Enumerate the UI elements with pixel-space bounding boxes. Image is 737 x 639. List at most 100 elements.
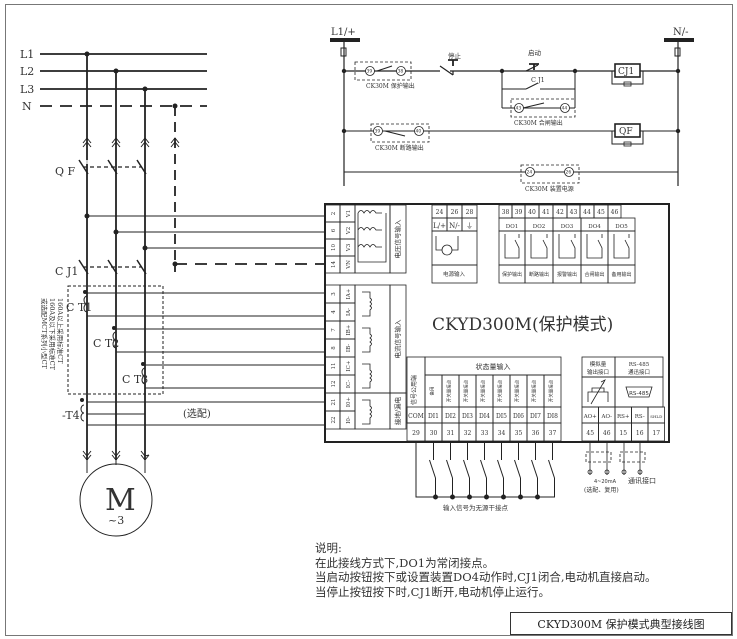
comm-name: AO- [600, 414, 612, 420]
voltage-coil-icon [357, 210, 382, 214]
cj1-coil-label: CJ1 [618, 67, 634, 77]
di-number: 35 [515, 430, 523, 437]
rs485-port-icon [625, 386, 653, 398]
ct-wires [80, 292, 325, 426]
junction-dot [518, 494, 523, 500]
do-symbol-cell [552, 230, 582, 266]
di-number: 31 [447, 430, 455, 437]
explanation-notes: 说明: 在此接线方式下,DO1为常闭接点。 当启动按钮按下或设置装置DO4动作时… [315, 541, 657, 599]
terminal-number: 42 [556, 209, 564, 216]
junction-dot [501, 494, 506, 500]
comm-number-cell [647, 422, 665, 442]
close-t1: 43 [516, 106, 522, 112]
rs-header-line2: 通迅接口 [628, 368, 650, 376]
rs485-plug-label: RS-485 [629, 391, 649, 397]
power-t2: 26 [566, 170, 572, 176]
terminal-name: VN [346, 260, 352, 270]
junction-dot [433, 494, 438, 500]
terminal-number: 39 [515, 209, 523, 216]
power-symbol [435, 236, 459, 251]
bus-label-l3: L3 [20, 83, 34, 96]
terminal-symbol-cell [354, 392, 391, 430]
relay-contact-icon [530, 234, 548, 259]
di-number: 33 [481, 430, 489, 437]
terminal-name: IB- [346, 344, 352, 352]
terminal-number: 10 [331, 244, 337, 251]
di-number: 30 [430, 430, 438, 437]
relay-contact-icon [613, 234, 630, 259]
di-number-cell [543, 422, 562, 442]
di-desc: 开关量接点 [548, 379, 555, 402]
do-symbol-cell [498, 230, 526, 266]
terminal-number: 38 [502, 209, 510, 216]
di-name: DI8 [547, 413, 558, 420]
terminal-name: IB+ [346, 324, 352, 335]
rs-note: 通讯接口 [628, 476, 656, 485]
trip-t2: 40 [416, 129, 422, 135]
terminal-symbol-cell [354, 284, 391, 394]
ct-note-line-3: 或选配MCT系列小型CT [40, 298, 49, 369]
note-line: 当停止按钮按下时,CJ1断开,电动机停止运行。 [315, 584, 551, 599]
terminal-name: IA+ [346, 288, 352, 299]
do-label-cell [607, 264, 636, 284]
terminal-number: 40 [528, 209, 536, 216]
close-t2: 44 [562, 106, 568, 112]
terminal-name: IC+ [346, 360, 352, 371]
ct2-label: C T2 [93, 337, 119, 350]
di-desc: 开关量接点 [497, 379, 504, 402]
dry-contact-switch [514, 459, 521, 479]
qf-label: Q F [55, 165, 76, 178]
power-icon [441, 244, 453, 256]
comm-name: AO+ [583, 414, 597, 420]
power-label-cell [431, 264, 478, 284]
dry-contact-switch [531, 459, 538, 479]
dry-contact-switch [429, 459, 436, 479]
current-coil-icon [362, 327, 372, 353]
comm-number: 45 [586, 430, 594, 437]
voltage-coil-icon [357, 227, 382, 231]
terminal-name: L/+ [433, 222, 446, 230]
control-labels: L1/+ N/- 停止 启动 C J1 CJ1 QF CK30M 保护输出 CK… [331, 27, 689, 193]
do-label: 保护输出 [502, 271, 522, 278]
relay-contact-icon [504, 234, 520, 259]
note-line: 在此接线方式下,DO1为常闭接点。 [315, 555, 495, 570]
n-minus-label: N/- [673, 27, 689, 38]
junction-dots [84, 51, 178, 267]
terminal-name: V3 [346, 243, 352, 252]
do-symbol-cell [524, 230, 554, 266]
stop-label: 停止 [448, 51, 462, 60]
trip-out-label: CK30M 断路输出 [375, 144, 424, 152]
di-desc: 开关量接点 [463, 379, 470, 402]
terminal-number: 26 [451, 209, 459, 216]
disconnect-symbols [82, 137, 180, 148]
cj1-contactor [78, 259, 147, 275]
ct3-label: C T3 [122, 373, 148, 386]
terminal-number: 45 [597, 209, 605, 216]
terminal-name: I0+ [346, 396, 352, 407]
do-name: DO2 [533, 224, 545, 230]
terminal-number: 22 [331, 417, 337, 424]
qf-breaker [78, 159, 147, 175]
di-name: DI5 [496, 413, 507, 420]
note-line: 当启动按钮按下或设置装置DO4动作时,CJ1闭合,电动机直接启动。 [315, 570, 657, 584]
ao-note2: (选配、复用) [584, 486, 619, 494]
drawing-frame [5, 4, 733, 636]
protect-t2: 38 [398, 69, 404, 75]
motor-connection [79, 450, 153, 537]
drawing-title: CKYD300M 保护模式典型接线图 [537, 617, 705, 631]
di-desc: 开关量接点 [480, 379, 487, 402]
di-desc: 开关量接点 [531, 379, 538, 402]
ct1-label: C T1 [66, 301, 92, 314]
do-name: DO4 [588, 224, 601, 230]
terminal-number: 24 [436, 209, 444, 216]
terminal-number: 12 [331, 381, 337, 388]
ct-dashed-box [67, 285, 164, 395]
di-common-label: 信号公用端 [410, 375, 418, 405]
ct-note-line-2: 160A及以下采用标准CT [48, 298, 57, 371]
di-number: 29 [412, 430, 420, 437]
do-symbol-cell [580, 230, 609, 266]
relay-contact-icon [558, 234, 576, 259]
motor-symbol: M [105, 483, 136, 518]
